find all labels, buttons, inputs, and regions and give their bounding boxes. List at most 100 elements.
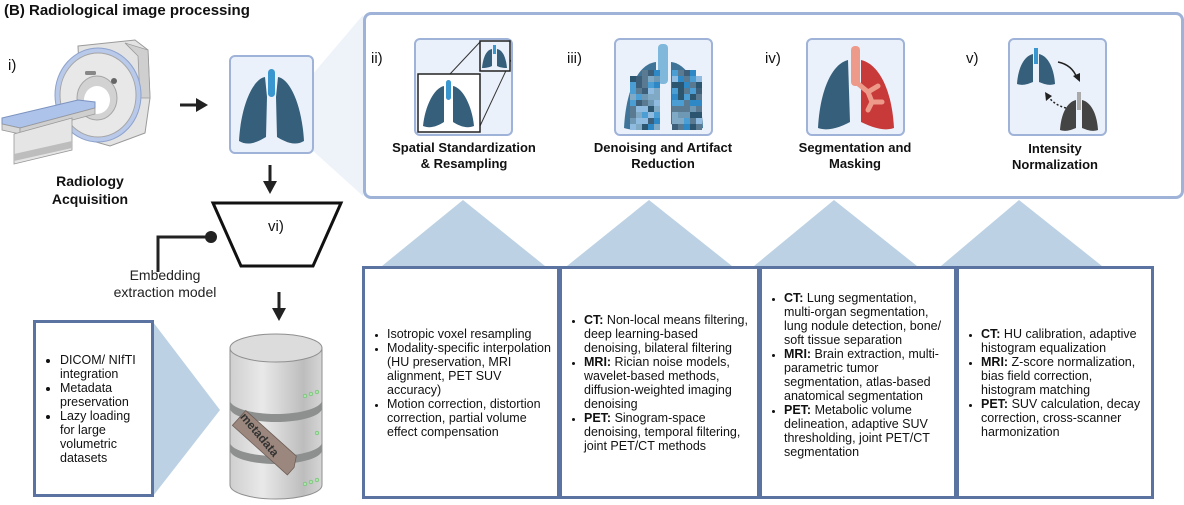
noise-pixel: [636, 82, 642, 88]
noise-pixel: [636, 100, 642, 106]
detail-text: Isotropic voxel resampling: [387, 326, 532, 341]
embedding-model-label: Embedding extraction model: [100, 267, 230, 301]
detail-box-denoising: CT: Non-local means filtering, deep lear…: [559, 266, 760, 499]
noise-pixel: [654, 70, 660, 76]
step-index-vi: vi): [268, 218, 284, 235]
noise-pixel: [654, 100, 660, 106]
detail-box-normalization: CT: HU calibration, adaptive histogram e…: [956, 266, 1154, 499]
modality-label: MRI:: [584, 354, 612, 369]
noise-pixel: [648, 106, 654, 112]
noise-pixel: [684, 118, 690, 124]
noise-pixel: [636, 76, 642, 82]
detail-item: Motion correction, distortion correction…: [387, 397, 551, 439]
detail-item: Modality-specific interpolation (HU pres…: [387, 341, 551, 397]
noise-pixel: [642, 70, 648, 76]
acquisition-caption-line2: Acquisition: [51, 191, 129, 207]
detail-list: CT: Lung segmentation, multi-organ segme…: [762, 291, 954, 459]
noise-pixel: [648, 82, 654, 88]
noise-pixel: [636, 124, 642, 130]
noise-pixel: [696, 106, 702, 112]
noise-pixel: [648, 94, 654, 100]
input-image-box: [229, 55, 314, 154]
feature-item: DICOM/ NIfTI integration: [60, 353, 147, 381]
noise-pixel: [630, 94, 636, 100]
lungs-icon: [239, 69, 304, 144]
embedding-label-line2: extraction model: [113, 284, 217, 300]
embedding-model-trapezoid: [210, 201, 344, 268]
noise-pixel: [672, 82, 678, 88]
noise-pixel: [684, 94, 690, 100]
detail-list: Isotropic voxel resampling Modality-spec…: [365, 327, 557, 439]
noise-pixel: [696, 124, 702, 130]
noise-pixel: [636, 106, 642, 112]
noise-pixel: [648, 112, 654, 118]
noise-pixel: [648, 100, 654, 106]
caption-line1: Spatial Standardization: [392, 140, 536, 155]
noise-pixel: [648, 88, 654, 94]
detail-item: PET: Metabolic volume delineation, adapt…: [784, 403, 948, 459]
detail-text: Brain extraction, multi-parametric tumor…: [784, 347, 939, 403]
noise-pixel: [630, 76, 636, 82]
detail-item: CT: HU calibration, adaptive histogram e…: [981, 327, 1145, 355]
noise-pixel: [690, 70, 696, 76]
noise-pixel: [684, 100, 690, 106]
noise-pixel: [678, 94, 684, 100]
detail-text: Lung segmentation, multi-organ segmentat…: [784, 291, 942, 347]
noise-pixel: [630, 118, 636, 124]
noise-pixel: [690, 100, 696, 106]
noise-pixel: [690, 106, 696, 112]
acquisition-caption-line1: Radiology: [56, 173, 124, 189]
noise-pixel: [642, 124, 648, 130]
noise-pixel: [690, 118, 696, 124]
noise-pixel: [630, 124, 636, 130]
database-features-list: DICOM/ NIfTI integration Metadata preser…: [36, 353, 151, 465]
detail-item: PET: Sinogram-space denoising, temporal …: [584, 411, 751, 453]
detail-item: MRI: Brain extraction, multi-parametric …: [784, 347, 948, 403]
modality-label: MRI:: [981, 354, 1009, 369]
arrow-right-icon: [180, 98, 208, 112]
noise-pixel: [642, 88, 648, 94]
connector-triangle-4: [941, 200, 1102, 266]
caption-line2: Masking: [828, 156, 881, 171]
resampling-lungs-icon: [417, 40, 512, 133]
noise-pixel: [654, 118, 660, 124]
modality-label: CT:: [981, 326, 1001, 341]
detail-text: HU calibration, adaptive histogram equal…: [981, 326, 1137, 355]
modality-label: CT:: [784, 291, 804, 305]
database-features-box: DICOM/ NIfTI integration Metadata preser…: [33, 320, 154, 497]
noise-pixel: [642, 118, 648, 124]
noise-pixel: [630, 100, 636, 106]
step-caption-denoising: Denoising and Artifact Reduction: [578, 140, 748, 172]
noise-pixel: [696, 100, 702, 106]
noise-pixel: [648, 70, 654, 76]
modality-label: PET:: [981, 396, 1009, 411]
step-caption-segmentation: Segmentation and Masking: [780, 140, 930, 172]
detail-text: Modality-specific interpolation (HU pres…: [387, 340, 551, 397]
noise-pixel: [648, 76, 654, 82]
noise-pixel: [672, 76, 678, 82]
noise-pixel: [648, 124, 654, 130]
noise-pixel: [672, 94, 678, 100]
database-icon: [229, 333, 323, 500]
modality-label: PET:: [784, 403, 812, 417]
noise-pixel: [678, 106, 684, 112]
detail-text: SUV calculation, decay correction, cross…: [981, 396, 1141, 439]
noise-pixel: [684, 76, 690, 82]
detail-box-segmentation: CT: Lung segmentation, multi-organ segme…: [759, 266, 957, 499]
noise-pixel: [642, 100, 648, 106]
modality-label: MRI:: [784, 347, 812, 361]
noise-pixel: [696, 82, 702, 88]
step-index-i: i): [8, 57, 17, 74]
noise-pixel: [690, 82, 696, 88]
noise-pixel: [690, 124, 696, 130]
acquisition-caption: Radiology Acquisition: [35, 172, 145, 208]
detail-list: CT: HU calibration, adaptive histogram e…: [959, 327, 1151, 439]
detail-item: PET: SUV calculation, decay correction, …: [981, 397, 1145, 439]
noise-pixel: [630, 106, 636, 112]
step-caption-spatial: Spatial Standardization & Resampling: [376, 140, 552, 172]
model-pointer-line: [156, 231, 217, 272]
noise-pixel: [684, 82, 690, 88]
segmented-lungs-icon: [818, 46, 894, 130]
arrow-down-icon: [272, 292, 286, 321]
